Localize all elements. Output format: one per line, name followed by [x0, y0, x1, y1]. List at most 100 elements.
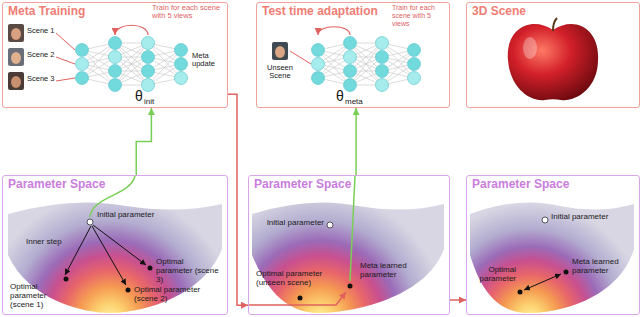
network-link — [350, 43, 382, 85]
train-loop — [115, 25, 148, 35]
neuron — [109, 51, 122, 64]
neuron — [376, 37, 389, 50]
neuron — [344, 79, 357, 92]
neuron — [175, 72, 188, 85]
neuron — [312, 58, 325, 71]
input-line — [290, 51, 311, 64]
neuron — [376, 65, 389, 78]
loss-surface — [252, 202, 444, 313]
neuron — [142, 65, 155, 78]
network-link — [115, 43, 148, 85]
input-line — [56, 33, 75, 50]
annotation: Optimal parameter (scene 2) — [134, 286, 206, 304]
annotation: Train for each scene with 5 views — [392, 4, 446, 27]
apple — [508, 24, 598, 100]
neuron — [76, 58, 89, 71]
annotation: Initial parameter — [97, 211, 154, 220]
initial-point — [87, 219, 93, 225]
neuron — [142, 79, 155, 92]
optimal-point — [518, 290, 523, 295]
step-arrow — [524, 274, 561, 290]
annotation: Initial parameter — [551, 213, 608, 222]
neuron — [408, 58, 421, 71]
annotation: Optimal parameter (scene 3) — [156, 258, 222, 285]
neuron — [76, 72, 89, 85]
optimal-point — [148, 266, 153, 271]
annotation: Scene 3 — [27, 75, 55, 83]
annotation: Optimal parameter (scene 1) — [10, 283, 60, 310]
step-arrow — [93, 225, 146, 265]
meta-point — [564, 270, 569, 275]
neuron — [109, 79, 122, 92]
neuron — [312, 72, 325, 85]
step-arrow — [92, 226, 126, 285]
annotation: Train for each scene with 5 views — [152, 4, 224, 21]
neuron — [109, 37, 122, 50]
network-link — [350, 43, 382, 85]
annotation: Meta learned parameter — [572, 258, 634, 276]
initial-point — [542, 217, 548, 223]
scene-thumbnail — [8, 48, 24, 66]
green-link — [350, 176, 355, 281]
initial-point — [327, 222, 333, 228]
annotation: θ — [336, 89, 344, 105]
neuron — [344, 65, 357, 78]
scene-thumbnail — [8, 72, 24, 90]
panel: Parameter Space — [248, 175, 450, 315]
neuron — [344, 37, 357, 50]
red-link — [249, 292, 346, 305]
connector — [228, 94, 248, 305]
meta-point — [348, 284, 353, 289]
annotation: Optimal parameter — [470, 266, 516, 284]
annotation: Unseen Scene — [258, 64, 302, 81]
train-loop — [318, 27, 350, 35]
panel: Parameter Space — [466, 175, 640, 315]
scene-thumbnail — [272, 42, 288, 60]
step-arrow — [65, 226, 91, 275]
neuron — [408, 72, 421, 85]
apple-highlight — [523, 37, 537, 59]
neural-networks — [76, 37, 421, 92]
neuron — [344, 51, 357, 64]
optimal-point — [298, 296, 303, 301]
neuron — [312, 44, 325, 57]
panel-title: 3D Scene — [467, 3, 639, 21]
annotation: Meta learned parameter — [360, 262, 422, 280]
optimal-point — [64, 277, 69, 282]
loss-surface — [470, 202, 634, 313]
connector — [136, 108, 151, 175]
annotation: Initial parameter — [252, 219, 324, 228]
neuron — [408, 44, 421, 57]
panel-title: Parameter Space — [3, 176, 227, 194]
network-link — [115, 43, 148, 85]
annotation: Meta update — [192, 52, 224, 69]
annotation: init — [144, 98, 154, 107]
annotation: meta — [345, 98, 363, 107]
neuron — [109, 65, 122, 78]
neural-network — [312, 37, 421, 92]
annotation: Scene 1 — [27, 27, 55, 35]
neuron — [175, 44, 188, 57]
panel-title: Parameter Space — [467, 176, 639, 194]
annotation: Optimal parameter (unseen scene) — [256, 270, 334, 288]
panel-title: Parameter Space — [249, 176, 449, 194]
input-line — [56, 57, 75, 64]
neuron — [175, 58, 188, 71]
neuron — [376, 79, 389, 92]
input-line — [56, 78, 75, 81]
panel: 3D Scene — [466, 2, 640, 108]
neuron — [142, 51, 155, 64]
neuron — [376, 51, 389, 64]
neural-network — [76, 37, 188, 92]
annotation: Scene 2 — [27, 51, 55, 59]
connector — [450, 299, 466, 301]
scene-thumbnail — [8, 24, 24, 42]
connector — [355, 108, 357, 175]
loss-surface — [8, 202, 222, 313]
apple-stem — [553, 18, 557, 31]
neuron — [142, 37, 155, 50]
neuron — [76, 44, 89, 57]
annotation: θ — [135, 89, 143, 105]
optimal-point — [126, 288, 131, 293]
annotation: Inner step — [26, 238, 62, 247]
